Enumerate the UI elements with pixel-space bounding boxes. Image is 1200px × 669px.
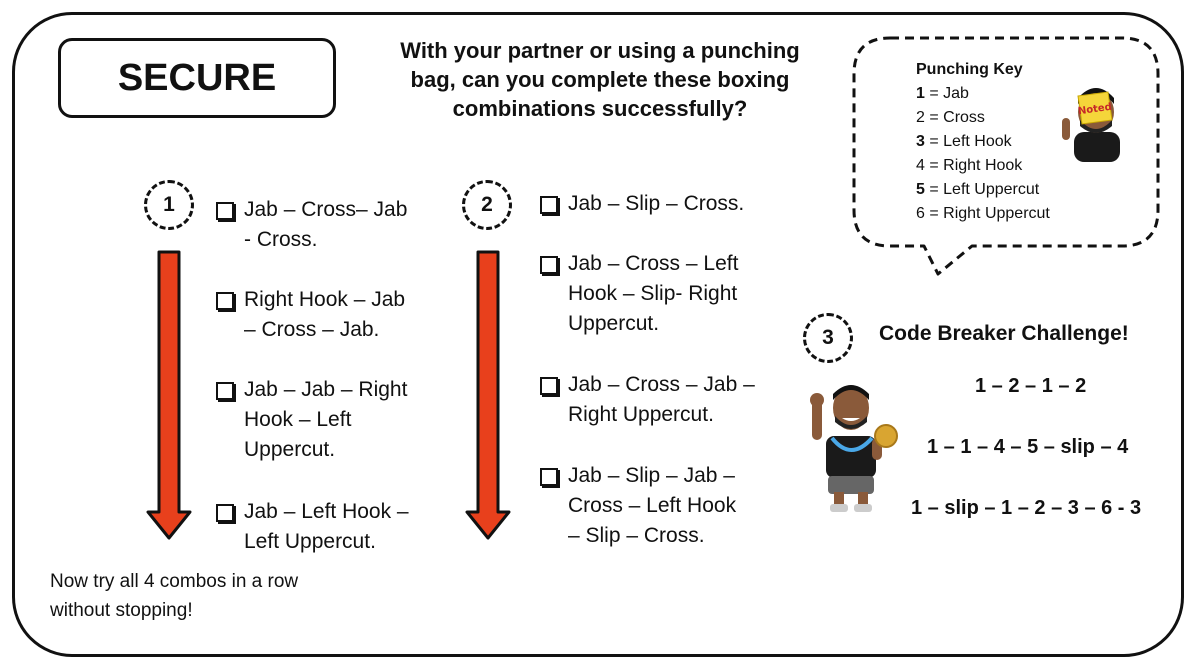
noted-sign-text: Noted [1077,102,1112,118]
checkbox[interactable] [540,256,558,274]
combo-line: Uppercut. [244,438,336,461]
section-1-combo-1[interactable]: Jab – Cross– Jab - Cross. [214,195,407,255]
combo-line: Right Hook – Jab [244,288,406,311]
combo-line: Cross – Left Hook [568,494,737,517]
secure-title-box: SECURE [58,38,336,118]
section-2-badge: 2 [462,180,512,230]
page-title: SECURE [117,56,277,99]
avatar-noted-icon: Noted [1062,88,1120,162]
checkbox[interactable] [216,504,234,522]
section-1-number: 1 [163,193,175,216]
punching-key: Punching Key 1 = Jab 2 = Cross 3 = Left … [916,58,1050,226]
combo-line: Jab – Cross – Jab – [568,373,755,396]
checkbox[interactable] [216,202,234,220]
combo-line: Right Uppercut. [568,403,714,426]
section-1-arrow-icon [146,250,192,540]
combo-line: Jab – Slip – Cross. [568,192,745,215]
section-1-combo-4[interactable]: Jab – Left Hook – Left Uppercut. [214,497,409,557]
section-2-number: 2 [481,193,493,216]
section-3-number: 3 [822,326,834,349]
checkbox[interactable] [540,377,558,395]
key-row: 3 = Left Hook [916,133,1012,150]
checkbox[interactable] [216,382,234,400]
combo-line: Hook – Slip- Right [568,282,738,305]
combo-line: – Cross – Jab. [244,318,380,341]
section-2-combo-4[interactable]: Jab – Slip – Jab – Cross – Left Hook – S… [538,461,736,551]
combo-line: Jab – Jab – Right [244,378,408,401]
combo-line: Jab – Cross– Jab [244,198,408,221]
combo-line: Hook – Left [244,408,352,431]
avatar-boxer-icon [810,385,898,512]
speech-bubble-icon [852,36,1160,276]
card-frame [12,12,1184,657]
combo-line: Jab – Left Hook – [244,500,409,523]
section-2-arrow-icon [465,250,511,540]
combo-line: Jab – Slip – Jab – [568,464,735,487]
punching-key-title: Punching Key [916,61,1023,78]
section-2-combo-2[interactable]: Jab – Cross – Left Hook – Slip- Right Up… [538,249,738,339]
checkbox[interactable] [216,292,234,310]
challenge-title: Code Breaker Challenge! [879,322,1129,345]
code-3: 1 – slip – 1 – 2 – 3 – 6 - 3 [911,497,1142,519]
key-row: 6 = Right Uppercut [916,205,1050,222]
key-row: 5 = Left Uppercut [916,181,1040,198]
code-1: 1 – 2 – 1 – 2 [975,375,1087,397]
section-2-combo-1[interactable]: Jab – Slip – Cross. [538,189,744,219]
combo-line: - Cross. [244,228,318,251]
key-row: 1 = Jab [916,85,969,102]
section-3-badge: 3 [803,313,853,363]
key-row: 4 = Right Hook [916,157,1023,174]
combo-line: Uppercut. [568,312,660,335]
section-1-combo-2[interactable]: Right Hook – Jab – Cross – Jab. [214,285,405,345]
checkbox[interactable] [540,468,558,486]
code-2: 1 – 1 – 4 – 5 – slip – 4 [927,436,1129,458]
key-row: 2 = Cross [916,109,985,126]
combo-line: – Slip – Cross. [568,524,705,547]
footer-note: Now try all 4 combos in a row without st… [50,571,299,621]
instructions-heading: With your partner or using a punching ba… [400,38,800,121]
section-1-combo-3[interactable]: Jab – Jab – Right Hook – Left Uppercut. [214,375,407,465]
section-1-badge: 1 [144,180,194,230]
section-2-combo-3[interactable]: Jab – Cross – Jab – Right Uppercut. [538,370,755,430]
combo-line: Jab – Cross – Left [568,252,739,275]
combo-line: Left Uppercut. [244,530,376,553]
checkbox[interactable] [540,196,558,214]
